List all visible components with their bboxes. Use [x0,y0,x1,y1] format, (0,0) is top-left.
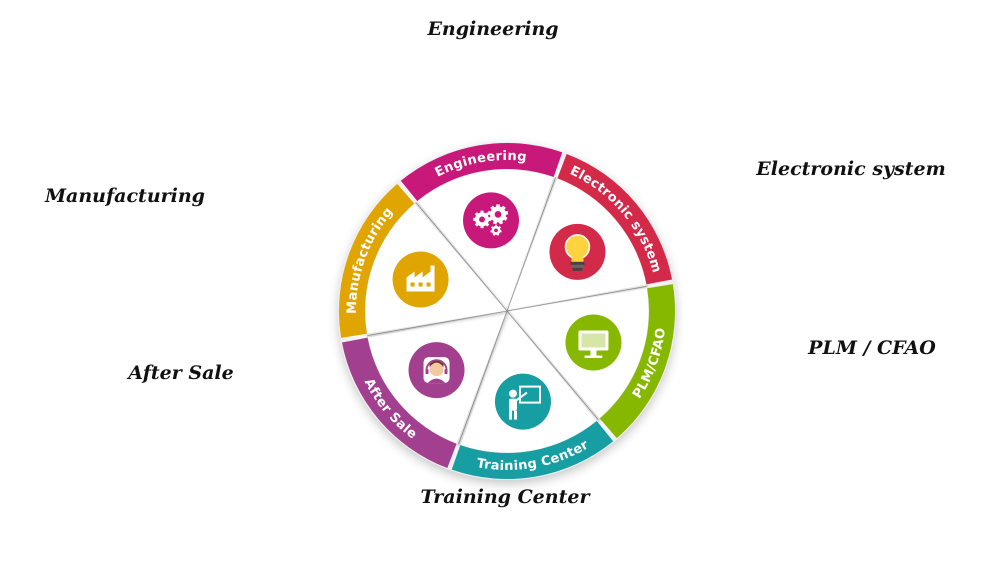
wheel-divider [506,177,556,312]
outer-label-plm-cfao[interactable]: PLM / CFAO [808,337,936,359]
gears-icon [463,192,520,249]
outer-label-training-center[interactable]: Training Center [420,486,590,508]
ring-band-training-center[interactable] [451,421,614,480]
monitor-icon [565,314,622,371]
outer-label-after-sale[interactable]: After Sale [128,362,234,384]
ring-band-engineering[interactable] [400,142,563,201]
outer-label-engineering[interactable]: Engineering [427,18,559,40]
teacher-board-icon [494,373,551,430]
factory-icon [392,251,449,308]
outer-label-electronic-system[interactable]: Electronic system [756,158,946,180]
ring-band-after-sale[interactable] [341,337,457,469]
lightbulb-icon [549,223,606,280]
ring-band-manufacturing[interactable] [338,183,415,338]
support-agent-icon [408,342,465,399]
ring-band-plm-cfao[interactable] [599,284,675,439]
ring-band-electronic-system[interactable] [557,153,673,285]
wheel-divider [415,201,508,312]
wheel-divider [506,310,599,421]
wheel-divider [367,310,508,337]
wheel-divider [506,285,647,312]
outer-label-manufacturing[interactable]: Manufacturing [45,185,205,207]
wheel-divider [458,310,508,445]
